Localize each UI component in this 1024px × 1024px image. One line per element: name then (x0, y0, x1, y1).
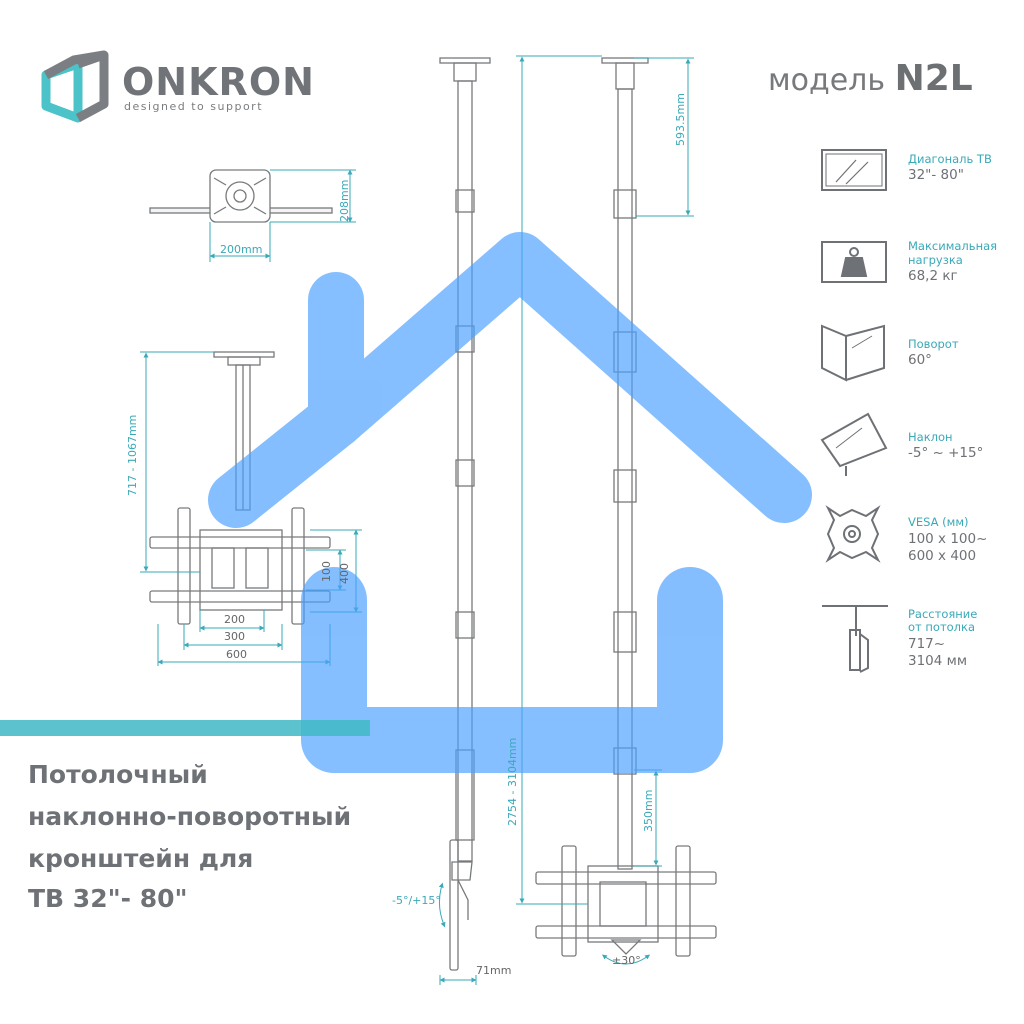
ceiling-plate-drawing (149, 169, 333, 223)
dim-vesa-h-100: 100 (320, 561, 333, 582)
title-line-3: кронштейн для (28, 844, 254, 873)
dim-pole-range-long: 2754 - 3104mm (506, 737, 519, 826)
tall-mount-front-dimension-lines (516, 55, 694, 965)
spec-distance-value-1: 717~ (908, 636, 946, 652)
title-line-4: ТВ 32"- 80" (28, 884, 188, 913)
dim-top-section: 593.5mm (674, 93, 687, 146)
brand-name: ONKRON (122, 60, 315, 104)
model-heading: модель N2L (768, 58, 973, 99)
spec-vesa-label: VESA (мм) (908, 515, 969, 529)
ceiling-distance-icon (822, 605, 888, 673)
spec-load-value: 68,2 кг (908, 268, 958, 284)
spec-distance-label-1: Расстояние (908, 607, 978, 621)
tall-mount-side-dimension-lines (438, 882, 477, 985)
tall-mount-side-drawing (439, 57, 491, 971)
plate-dimension-lines (209, 169, 356, 262)
vesa-plate-icon (825, 505, 881, 563)
spec-diagonal-label: Диагональ ТВ (908, 152, 992, 166)
dim-pole-range-short: 717 - 1067mm (126, 414, 139, 496)
dim-vesa-w-200: 200 (224, 613, 245, 626)
weight-icon (821, 241, 887, 283)
spec-distance-value-2: 3104 мм (908, 653, 968, 669)
dim-vesa-h-400: 400 (338, 563, 351, 584)
dim-depth: 71mm (476, 964, 512, 977)
title-line-2: наклонно-поворотный (28, 802, 352, 831)
spec-diagonal-value: 32"- 80" (908, 167, 964, 183)
accent-stripe (0, 720, 370, 736)
model-prefix: модель (768, 63, 886, 98)
spec-vesa-value-1: 100 x 100~ (908, 531, 988, 547)
spec-load-label-2: нагрузка (908, 253, 963, 267)
model-code: N2L (894, 58, 973, 99)
title-line-1: Потолочный (28, 760, 208, 789)
house-watermark (208, 232, 812, 773)
dim-swivel: ±30° (612, 954, 641, 967)
dim-vesa-w-600: 600 (226, 648, 247, 661)
dim-vesa-w-300: 300 (224, 630, 245, 643)
spec-tilt-label: Наклон (908, 430, 953, 444)
spec-swivel-label: Поворот (908, 337, 959, 351)
spec-distance-label-2: от потолка (908, 620, 976, 634)
tilt-icon (820, 412, 888, 476)
spec-tilt-value: -5° ~ +15° (908, 445, 984, 461)
dim-plate-height: 208mm (338, 179, 351, 222)
dim-plate-width: 200mm (220, 243, 263, 256)
brand-tagline: designed to support (124, 100, 264, 113)
dim-tilt-range: -5°/+15° (392, 894, 441, 907)
short-mount-dimension-lines (140, 351, 362, 666)
spec-load-label-1: Максимальная (908, 239, 998, 253)
onkron-box-logo-icon (41, 50, 109, 123)
tall-mount-front-drawing (535, 57, 717, 957)
swivel-icon (821, 324, 885, 382)
spec-vesa-value-2: 600 x 400 (908, 548, 977, 564)
dim-tv-drop: 350mm (642, 789, 655, 832)
spec-swivel-value: 60° (908, 352, 932, 368)
tv-screen-icon (821, 149, 887, 191)
